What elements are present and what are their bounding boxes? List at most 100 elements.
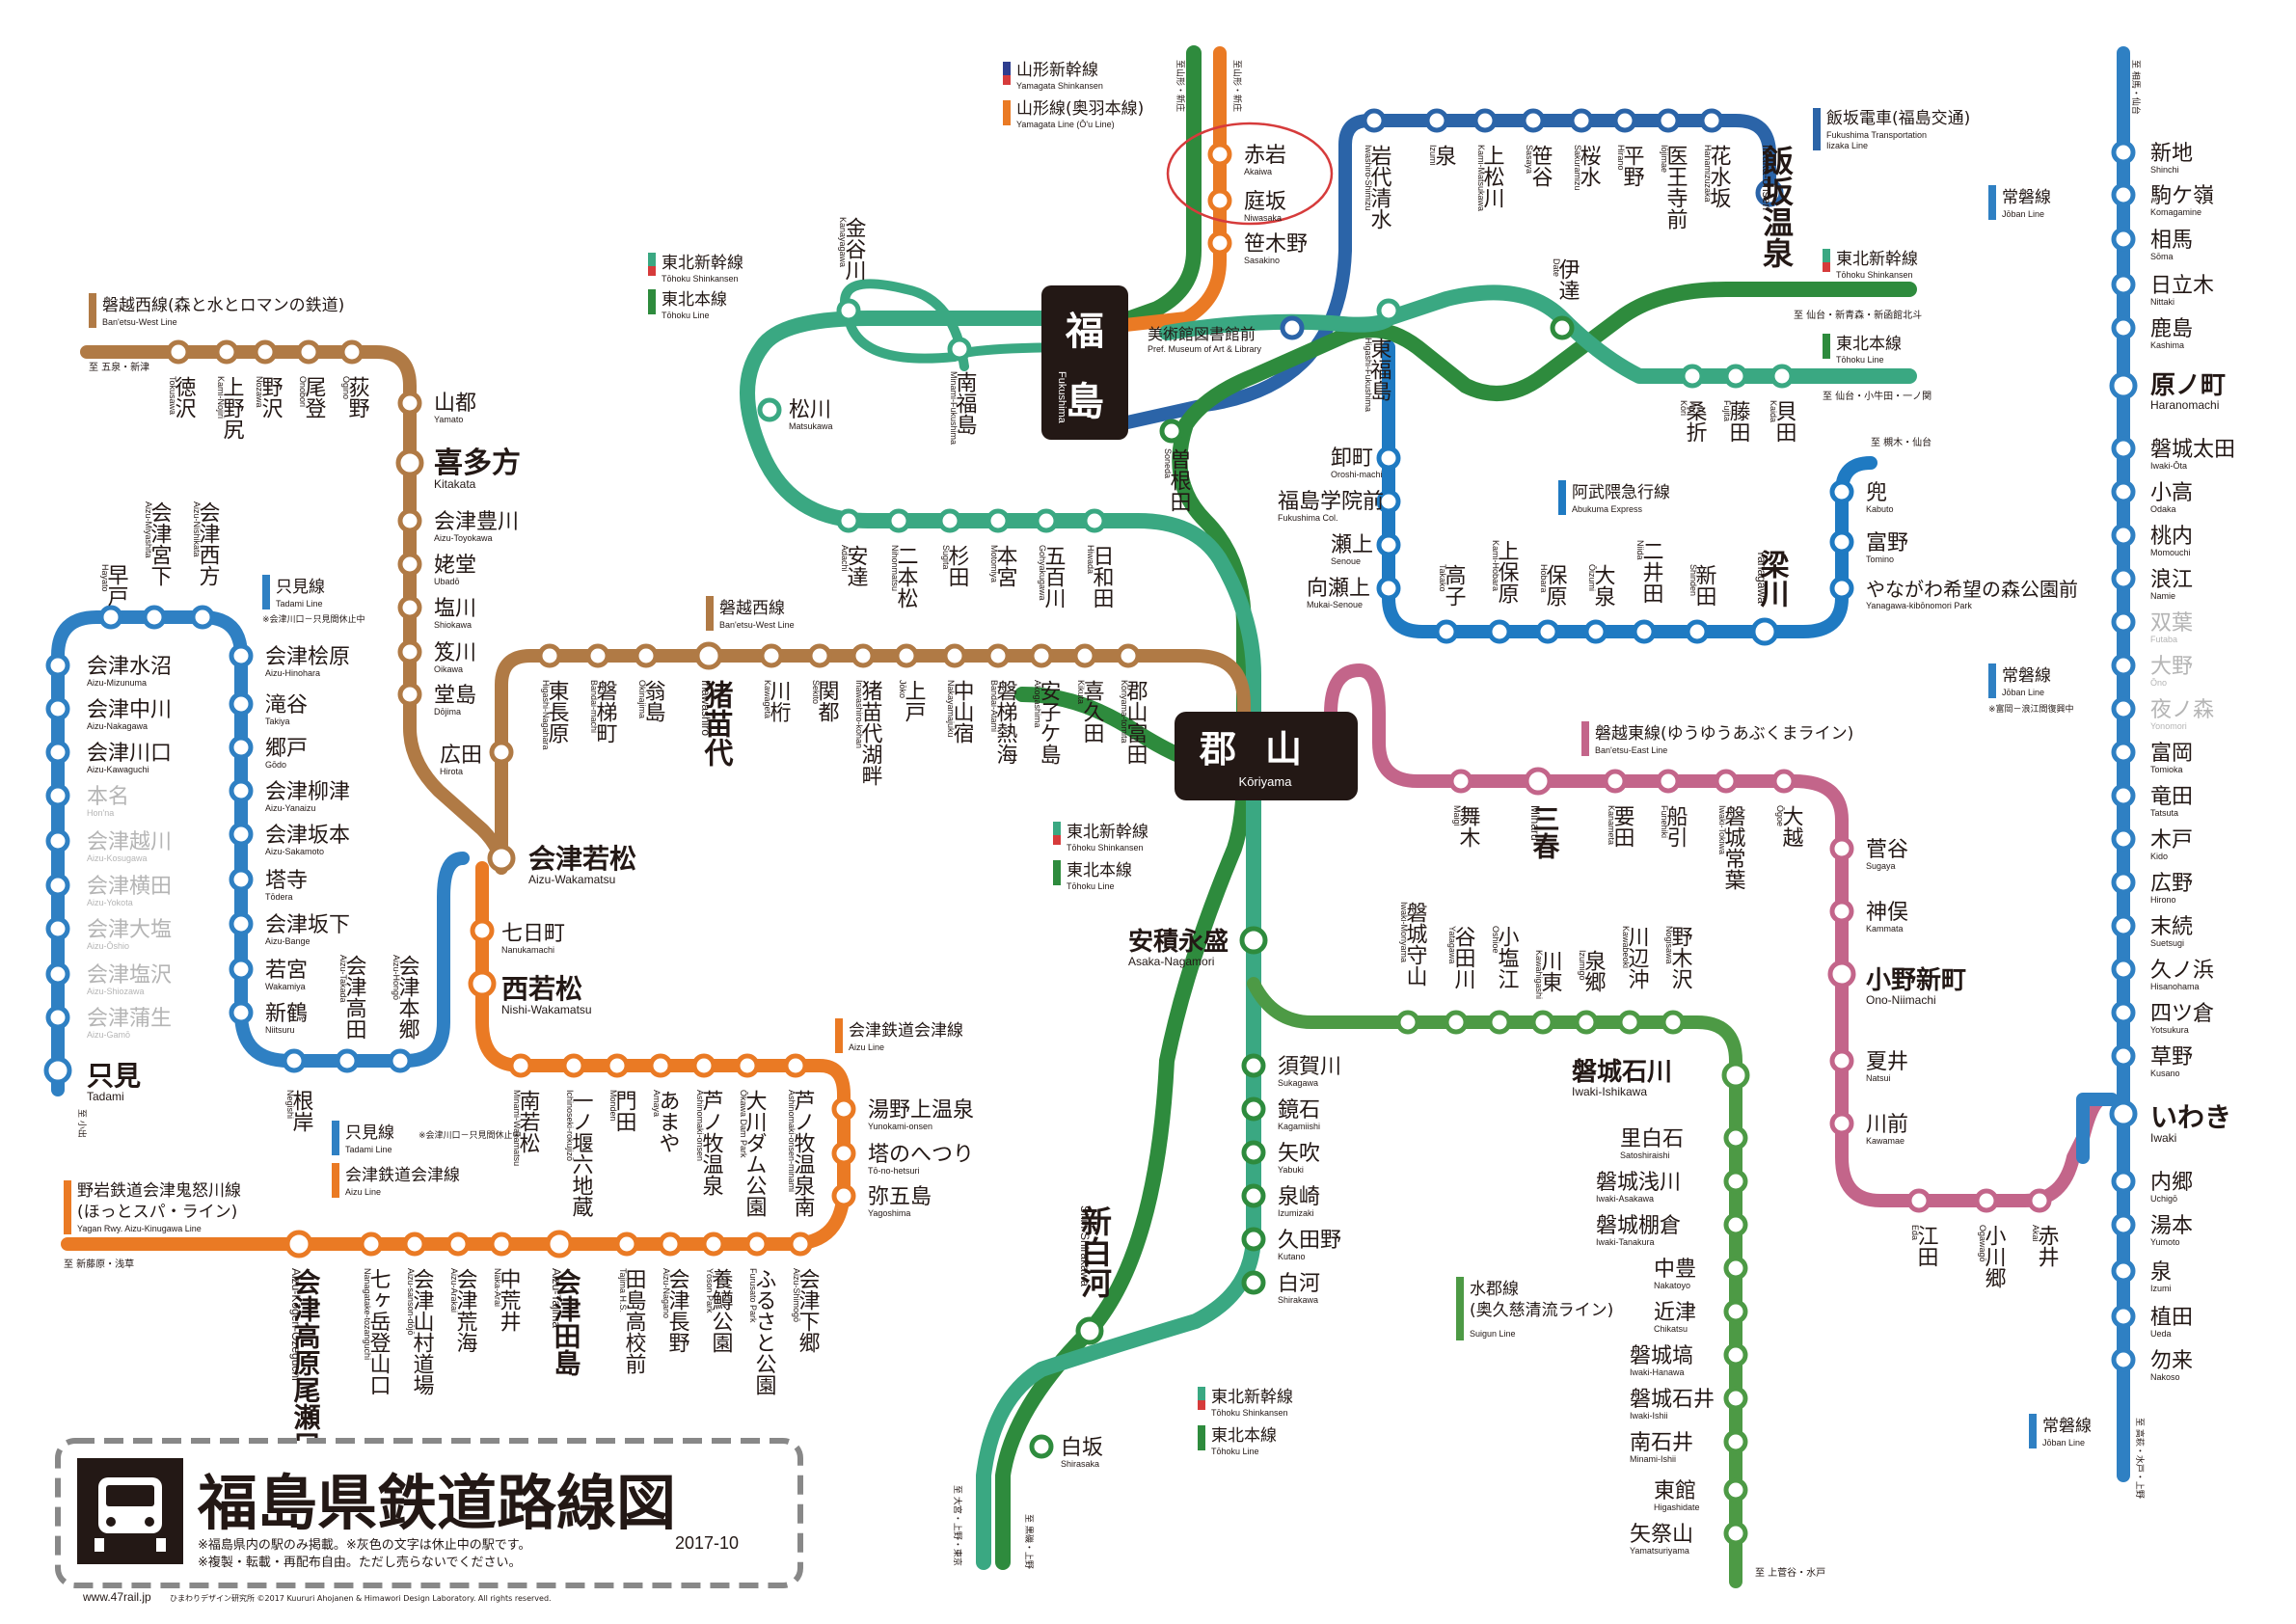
station-dot-soma[interactable] — [2111, 227, 2136, 252]
station-dot-onobori[interactable] — [296, 339, 321, 365]
station-dot-honna[interactable] — [45, 783, 70, 808]
station-dot-aizu-tajima[interactable] — [545, 1230, 574, 1259]
station-dot-eda[interactable] — [1906, 1188, 1931, 1213]
station-dot-niwasaka[interactable] — [1207, 188, 1232, 213]
station-dot-senoue[interactable] — [1376, 532, 1401, 557]
station-dot-nozawa[interactable] — [253, 339, 278, 365]
station-dot-higashidate[interactable] — [1723, 1477, 1748, 1502]
station-dot-tonohetsuri[interactable] — [831, 1141, 856, 1166]
station-dot-asaka-nagamori[interactable] — [1239, 926, 1268, 955]
fukushima-hub[interactable]: 福 島 Fukushima — [1041, 285, 1128, 440]
station-dot-kammata[interactable] — [1829, 899, 1854, 924]
station-dot-gohyakugawa[interactable] — [1034, 508, 1059, 533]
station-dot-aizu-mizunuma[interactable] — [45, 653, 70, 678]
station-dot-aizu-oshio[interactable] — [45, 916, 70, 941]
station-dot-inawashiro[interactable] — [694, 641, 723, 670]
station-dot-hobara[interactable] — [1535, 619, 1560, 644]
station-dot-niida[interactable] — [1632, 619, 1657, 644]
station-dot-ashinomaki-minami[interactable] — [783, 1053, 808, 1078]
station-dot-museum[interactable] — [1280, 315, 1305, 340]
station-dot-yanagawa-kibou[interactable] — [1829, 576, 1854, 601]
station-dot-izumi-iz[interactable] — [1424, 108, 1449, 133]
station-dot-tomioka[interactable] — [2111, 740, 2136, 765]
site-url[interactable]: www.47rail.jp — [82, 1590, 151, 1604]
station-dot-higashi-nagahara[interactable] — [537, 643, 562, 668]
station-dot-tatsuta[interactable] — [2111, 783, 2136, 808]
station-dot-futaba[interactable] — [2111, 609, 2136, 635]
station-dot-nakatoyo[interactable] — [1723, 1256, 1748, 1281]
station-dot-suetsugi[interactable] — [2111, 913, 2136, 938]
station-dot-shirakawa[interactable] — [1241, 1270, 1266, 1295]
station-dot-higashi-fukushima[interactable] — [1376, 298, 1401, 323]
station-dot-nanagatake[interactable] — [359, 1232, 384, 1257]
station-dot-nakoso[interactable] — [2111, 1347, 2136, 1372]
station-dot-aizu-nishikata[interactable] — [190, 605, 215, 630]
station-dot-ono[interactable] — [2111, 653, 2136, 678]
station-dot-yunokami[interactable] — [831, 1096, 856, 1122]
station-dot-miharu[interactable] — [1524, 767, 1553, 796]
station-dot-aizu-toyokawa[interactable] — [397, 508, 422, 533]
station-dot-momouchi[interactable] — [2111, 523, 2136, 548]
station-dot-ueda[interactable] — [2111, 1304, 2136, 1329]
station-dot-iojimae[interactable] — [1656, 108, 1681, 133]
station-dot-matsukawa[interactable] — [757, 397, 782, 422]
station-dot-shiokawa[interactable] — [397, 595, 422, 620]
station-dot-oroshimachi[interactable] — [1376, 446, 1401, 471]
station-dot-okoe[interactable] — [1771, 769, 1796, 794]
station-dot-okawa-dam[interactable] — [735, 1053, 760, 1078]
station-dot-bandai-atami[interactable] — [986, 643, 1011, 668]
station-dot-minami-wakamatsu[interactable] — [508, 1053, 533, 1078]
station-dot-nihonmatsu[interactable] — [886, 508, 911, 533]
station-dot-yabuki[interactable] — [1241, 1140, 1266, 1165]
